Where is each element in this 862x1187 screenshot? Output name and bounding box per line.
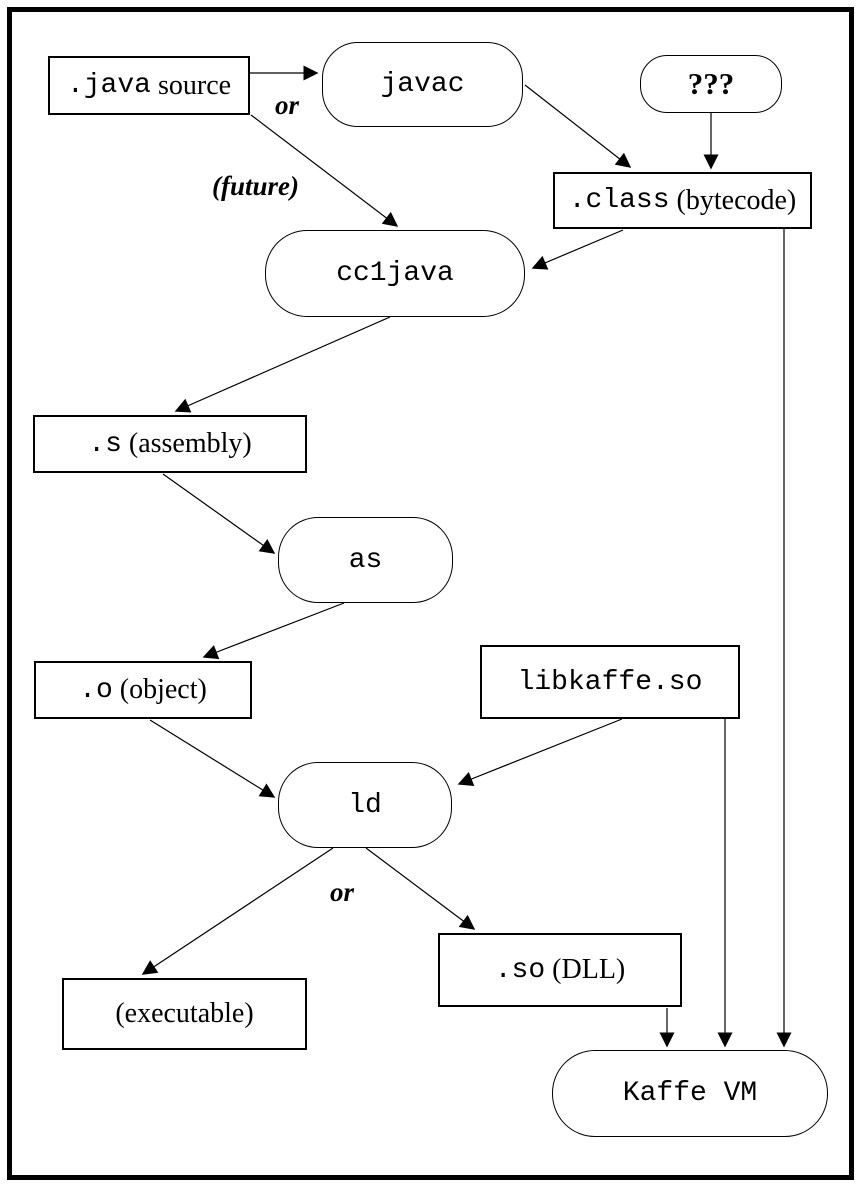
edge-label-future: (future) — [212, 171, 299, 201]
edge-ld-to-executable — [141, 847, 334, 975]
edge-class-to-cc1java — [531, 229, 624, 270]
node-kaffe-vm: Kaffe VM — [552, 1050, 828, 1137]
edge-ld-to-so — [365, 847, 476, 930]
node-class-rest: (bytecode) — [669, 184, 797, 216]
edge-java-source-to-cc1java — [250, 114, 399, 227]
node-o-rest: (object) — [112, 674, 207, 705]
edge-label-or-bottom: or — [330, 877, 355, 907]
node-unknown: ??? — [640, 55, 782, 113]
node-ld-label: ld — [348, 789, 382, 821]
node-so-rest: (DLL) — [545, 954, 626, 985]
edge-object-to-ld — [149, 719, 276, 798]
node-libkaffe-label: libkaffe.so — [517, 666, 703, 698]
node-executable-label: (executable) — [115, 998, 254, 1029]
node-executable: (executable) — [62, 978, 307, 1050]
node-javac-label: javac — [380, 69, 465, 100]
node-s-rest: (assembly) — [121, 428, 252, 459]
node-javac: javac — [322, 42, 523, 127]
node-java-source-rest: source — [150, 69, 232, 101]
node-kaffe-vm-label: Kaffe VM — [622, 1078, 758, 1109]
node-s-code: .s — [88, 428, 122, 460]
edge-javac-to-class — [524, 84, 632, 168]
node-ld: ld — [278, 762, 452, 848]
node-libkaffe-so: libkaffe.so — [480, 645, 740, 719]
node-class-bytecode: .class (bytecode) — [553, 172, 812, 229]
node-as-label: as — [348, 544, 383, 576]
edge-assembly-to-as — [162, 473, 276, 554]
node-so-code: .so — [494, 954, 546, 986]
edge-label-or-top: or — [275, 90, 300, 120]
node-s-assembly: .s (assembly) — [33, 415, 307, 473]
node-o-object: .o (object) — [34, 661, 252, 719]
edge-as-to-object — [202, 602, 345, 660]
node-java-source-code: .java — [66, 70, 151, 101]
node-class-code: .class — [568, 185, 670, 216]
node-o-code: .o — [79, 674, 113, 706]
edge-cc1java-to-assembly — [174, 316, 391, 413]
node-java-source: .java source — [48, 56, 250, 115]
node-so-dll: .so (DLL) — [438, 933, 682, 1007]
edge-libkaffe-to-ld — [457, 718, 623, 786]
node-cc1java: cc1java — [265, 230, 525, 317]
node-unknown-label: ??? — [687, 66, 735, 101]
node-as: as — [278, 517, 453, 603]
page-border — [7, 7, 854, 1180]
node-cc1java-label: cc1java — [336, 258, 454, 289]
